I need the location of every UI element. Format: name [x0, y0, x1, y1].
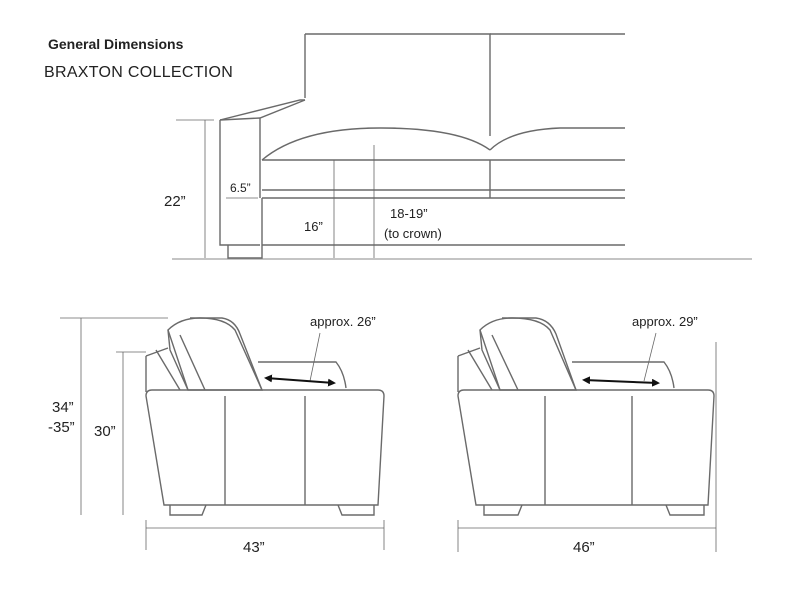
arm-height-label: 30” [94, 423, 116, 440]
seat-depth-label-right: approx. 29” [632, 314, 698, 329]
top-dimension-lines [176, 119, 375, 258]
sofa-front-view [219, 33, 625, 259]
seat-height-label: 16” [304, 219, 323, 234]
overall-height-label: 22” [164, 193, 186, 210]
overall-depth-label-right: 46” [573, 539, 595, 556]
sofa-side-view-left [145, 317, 385, 516]
overall-height-range-label: -35” [48, 419, 75, 436]
seat-depth-label-left: approx. 26” [310, 314, 376, 329]
crown-height-label: 18-19” [390, 206, 428, 221]
left-dimension-lines [60, 317, 385, 550]
arm-width-label: 6.5” [230, 181, 251, 195]
right-dimension-lines [457, 332, 717, 552]
crown-note-label: (to crown) [384, 226, 442, 241]
seat-depth-arrow-left [264, 374, 336, 387]
diagram-title: General Dimensions [48, 36, 184, 52]
sofa-side-view-right [457, 317, 715, 516]
overall-depth-label-left: 43” [243, 539, 265, 556]
collection-name: BRAXTON COLLECTION [44, 64, 234, 81]
seat-depth-arrow-right [582, 376, 660, 387]
overall-height-label-left: 34” [52, 399, 74, 416]
